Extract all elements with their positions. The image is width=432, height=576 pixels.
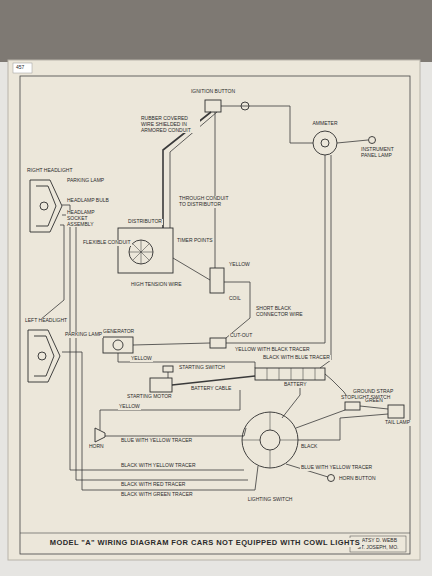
wire-label: HIGH TENSION WIRE [130, 282, 182, 288]
generator [103, 337, 133, 353]
starting-switch [163, 366, 173, 372]
wire-color-label: YELLOW [130, 356, 153, 362]
tag [13, 63, 32, 73]
wire-color-label: YELLOW [118, 404, 141, 410]
part-label: TAIL LAMP [384, 420, 411, 426]
wire-color-label: BLUE WITH YELLOW TRACER [120, 438, 193, 444]
part-label: HEADLAMP BULB [66, 198, 110, 204]
diagram-title: MODEL "A" WIRING DIAGRAM FOR CARS NOT EQ… [48, 538, 362, 547]
part-label: COIL [228, 296, 242, 302]
part-label: CUT-OUT [229, 333, 253, 339]
right-headlight [30, 180, 62, 232]
stamp-text: PATSY D. WEBB [358, 538, 398, 544]
left-headlight [28, 330, 60, 382]
note-label: THROUGH CONDUIT TO DISTRIBUTOR [178, 196, 230, 208]
part-label: PARKING LAMP [66, 178, 105, 184]
part-label: STARTING MOTOR [126, 394, 173, 400]
wire-color-label: BLUE WITH YELLOW TRACER [300, 465, 373, 471]
part-label: BATTERY CABLE [190, 386, 232, 392]
part-label: GROUND STRAP [352, 389, 394, 395]
panel-lamp [369, 137, 376, 144]
wire-color-label: YELLOW [228, 262, 251, 268]
wire-color-label: BLACK WITH YELLOW TRACER [120, 463, 197, 469]
part-label: GENERATOR [102, 329, 135, 335]
horn [95, 428, 105, 442]
tag-number: 457 [15, 65, 25, 71]
battery [255, 368, 325, 380]
coil [210, 268, 224, 293]
part-label: DISTRIBUTOR [127, 219, 163, 225]
part-label: TIMER POINTS [176, 238, 214, 244]
part-label: RIGHT HEADLIGHT [26, 168, 73, 174]
part-label: LIGHTING SWITCH [247, 497, 294, 503]
note-label: FLEXIBLE CONDUIT [82, 240, 132, 246]
part-label: INSTRUMENT PANEL LAMP [360, 147, 398, 159]
paper-sheet [8, 60, 420, 560]
ammeter [313, 131, 337, 155]
wires [40, 106, 388, 490]
part-label: AMMETER [312, 121, 339, 127]
part-label: PARKING LAMP [64, 332, 103, 338]
floor-background [0, 0, 432, 62]
part-label: STARTING SWITCH [178, 365, 226, 371]
stamp-text: ST. JOSEPH, MO. [357, 545, 400, 551]
frame [20, 76, 410, 554]
wire-color-label: BLACK WITH RED TRACER [120, 482, 186, 488]
wire-label: SHORT BLACK CONNECTOR WIRE [255, 306, 307, 318]
wire-color-label: BLACK WITH BLUE TRACER [262, 355, 331, 361]
part-label: HORN [88, 444, 105, 450]
distributor [118, 228, 173, 273]
tail-lamp [388, 405, 404, 418]
part-label: HORN BUTTON [338, 476, 377, 482]
part-label: HEADLAMP SOCKET ASSEMBLY [66, 210, 116, 227]
wire-color-label: YELLOW WITH BLACK TRACER [234, 347, 311, 353]
stoplight-switch [345, 402, 360, 410]
wire-color-label: GREEN [364, 398, 384, 404]
horn-button [328, 475, 335, 482]
title-rule [20, 533, 410, 534]
part-label: BATTERY [283, 382, 308, 388]
cut-out [210, 338, 226, 348]
part-label: IGNITION BUTTON [190, 89, 236, 95]
ignition-button [205, 100, 221, 112]
components [28, 100, 404, 482]
lighting-switch [242, 412, 298, 468]
wire-color-label: BLACK WITH GREEN TRACER [120, 492, 194, 498]
part-label: LEFT HEADLIGHT [24, 318, 68, 324]
wire-color-label: BLACK [300, 444, 318, 450]
note-label: RUBBER COVERED WIRE SHIELDED IN ARMORED … [140, 116, 200, 133]
starting-motor [150, 378, 172, 392]
